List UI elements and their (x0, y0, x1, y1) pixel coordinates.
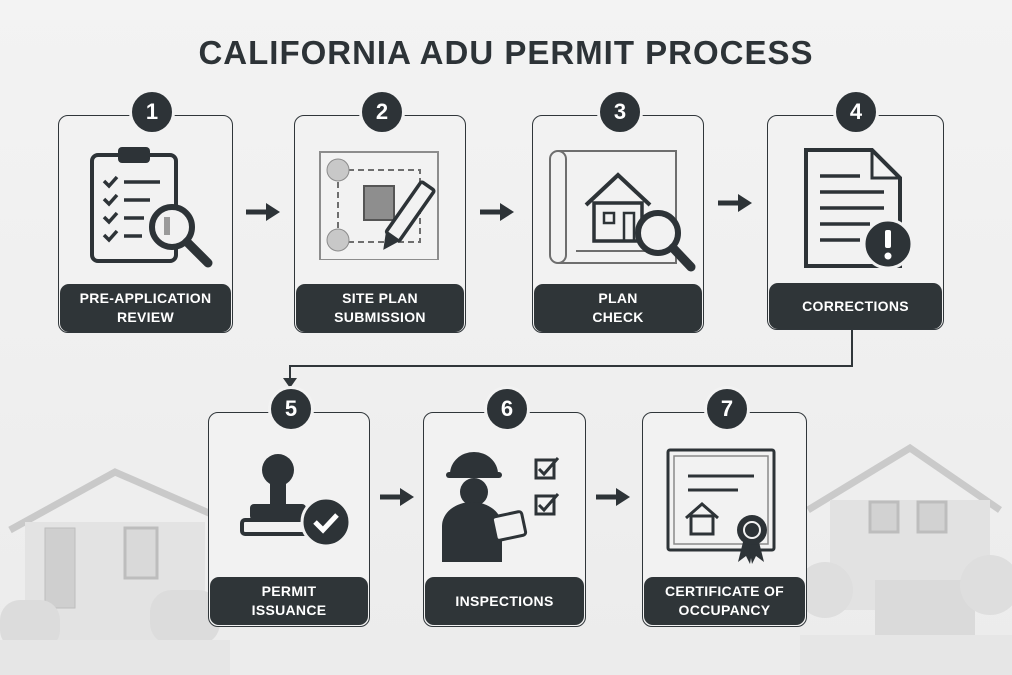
step-number-badge: 3 (597, 89, 643, 135)
step-label-line: REVIEW (116, 309, 175, 325)
step-number-badge: 1 (129, 89, 175, 135)
background-house (800, 443, 1012, 675)
step-label-line: CHECK (592, 309, 644, 325)
step-label-line: INSPECTIONS (455, 592, 554, 609)
arrow-right-icon (380, 488, 414, 506)
arrow-right-icon (246, 203, 280, 221)
step-label-3: PLAN CHECK (534, 284, 702, 332)
step-number-badge: 4 (833, 89, 879, 135)
step-number-badge: 6 (484, 386, 530, 432)
step-label-line: SITE PLAN (342, 290, 418, 306)
certificate-ribbon-icon (666, 448, 776, 564)
step-label-line: PRE-APPLICATION (79, 290, 212, 306)
step-label-6: INSPECTIONS (425, 577, 584, 625)
stamp-check-icon (240, 454, 352, 548)
inspector-checklist-icon (442, 452, 560, 562)
background-adu-house (0, 468, 230, 675)
step-label-1: PRE-APPLICATION REVIEW (60, 284, 231, 332)
arrow-right-icon (718, 194, 752, 212)
site-plan-pencil-icon (319, 151, 439, 260)
arrow-right-icon (480, 203, 514, 221)
step-label-7: CERTIFICATE OF OCCUPANCY (644, 577, 805, 625)
step-label-line: ISSUANCE (251, 602, 327, 618)
step-label-4: CORRECTIONS (769, 283, 942, 329)
page-title: CALIFORNIA ADU PERMIT PROCESS (198, 34, 814, 71)
step-label-line: CERTIFICATE OF (664, 583, 785, 599)
step-label-line: PERMIT (261, 583, 317, 599)
blueprint-magnifier-icon (549, 150, 696, 272)
step-label-line: OCCUPANCY (678, 602, 771, 618)
document-alert-icon (804, 148, 914, 270)
step-number-badge: 7 (704, 386, 750, 432)
clipboard-magnifier-icon (90, 147, 213, 268)
step-label-2: SITE PLAN SUBMISSION (296, 284, 464, 332)
arrow-right-icon (596, 488, 630, 506)
step-label-line: CORRECTIONS (802, 297, 909, 314)
step-label-line: SUBMISSION (334, 309, 426, 325)
step-label-5: PERMIT ISSUANCE (210, 577, 368, 625)
step-label-line: PLAN (598, 290, 638, 306)
step-number-badge: 2 (359, 89, 405, 135)
step-number-badge: 5 (268, 386, 314, 432)
